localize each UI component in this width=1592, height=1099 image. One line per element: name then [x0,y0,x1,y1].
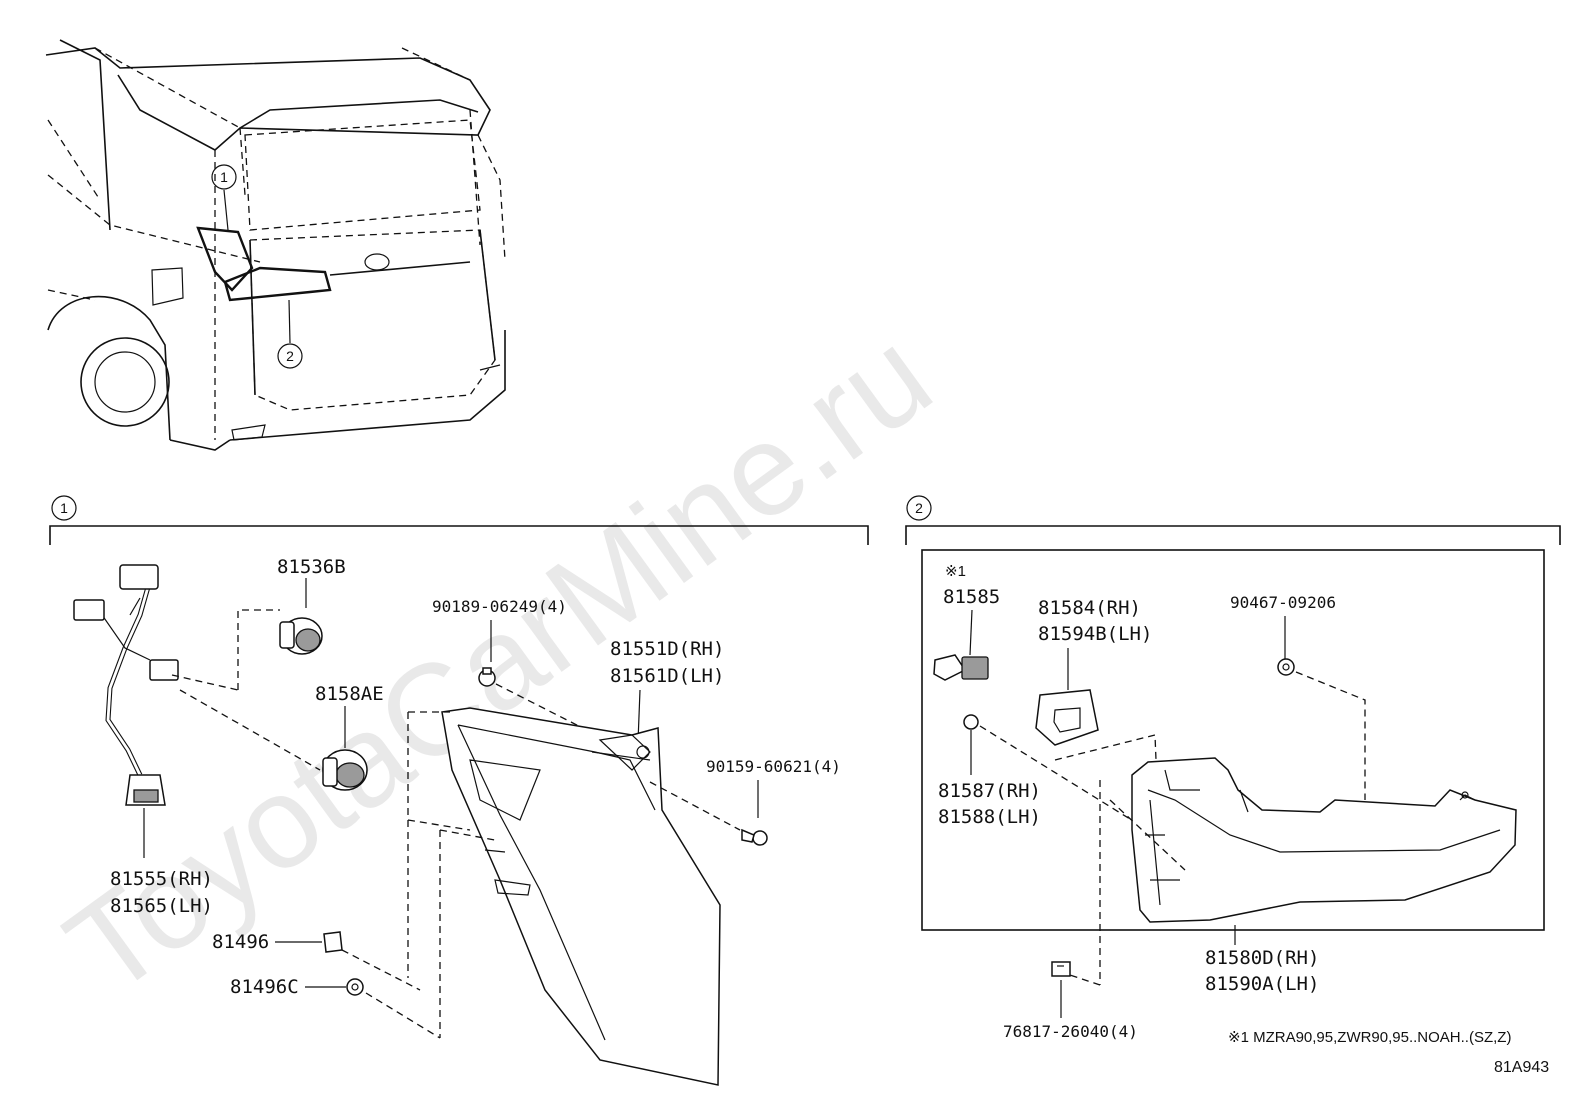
label-81585: 81585 [943,586,1000,608]
clip-76817 [1051,961,1071,977]
label-81551D: 81551D(RH) [610,638,724,660]
section-2-box [921,549,1545,931]
section-2-callout [906,495,932,521]
section-2-bracket [905,525,1561,545]
clip-81496 [323,931,343,953]
bulb-81587 [963,714,979,730]
label-81580D: 81580D(RH) [1205,947,1319,969]
label-81584: 81584(RH) [1038,597,1141,619]
label-76817-26040: 76817-26040(4) [1003,1022,1138,1041]
footnote: ※1 MZRA90,95,ZWR90,95..NOAH..(SZ,Z) [1228,1029,1511,1046]
vehicle-overview: 1 2 [45,39,506,451]
side-lamp-assembly [1131,757,1517,923]
screw-90189 [478,667,496,687]
label-81555: 81555(RH) [110,868,213,890]
label-90189-06249: 90189-06249(4) [432,597,567,616]
label-81588: 81588(LH) [938,806,1041,828]
callout-circle-2 [277,343,303,369]
label-81561D: 81561D(LH) [610,665,724,687]
socket-8158AE [322,749,368,791]
callout-label-2: 2 [286,348,294,364]
bulb-81536B [279,617,323,655]
clip-90467 [1277,658,1295,676]
label-90467-09206: 90467-09206 [1230,593,1336,612]
section-2-callout-label: 2 [915,500,923,516]
section-1-callout-label: 1 [60,500,68,516]
section-1-group: 1 81555(RH) 81565(LH) 81536B 8158AE [49,495,869,1086]
label-90159-60621: 90159-60621(4) [706,757,841,776]
label-81496C: 81496C [230,976,299,998]
section-1-bracket [49,525,869,545]
socket-wire-harness [73,564,179,806]
label-8158AE: 8158AE [315,683,384,705]
diagram-code: 81A943 [1494,1059,1549,1076]
bulb-81585 [933,654,989,681]
label-mark-1: ※1 [945,563,966,580]
screw-90159 [741,828,768,846]
tail-lamp-assembly [441,707,721,1086]
label-81496: 81496 [212,931,269,953]
label-81594B: 81594B(LH) [1038,623,1152,645]
gasket-81584 [1035,689,1099,746]
label-81565: 81565(LH) [110,895,213,917]
clip-81496C [346,978,364,996]
callout-circle-1 [211,164,237,190]
section-2-group: 2 ※1 81585 81584(RH) 81594B(LH) 90467-09… [905,495,1561,1076]
callout-label-1: 1 [220,169,228,185]
label-81587: 81587(RH) [938,780,1041,802]
section-1-callout [51,495,77,521]
label-81536B: 81536B [277,556,346,578]
label-81590A: 81590A(LH) [1205,973,1319,995]
